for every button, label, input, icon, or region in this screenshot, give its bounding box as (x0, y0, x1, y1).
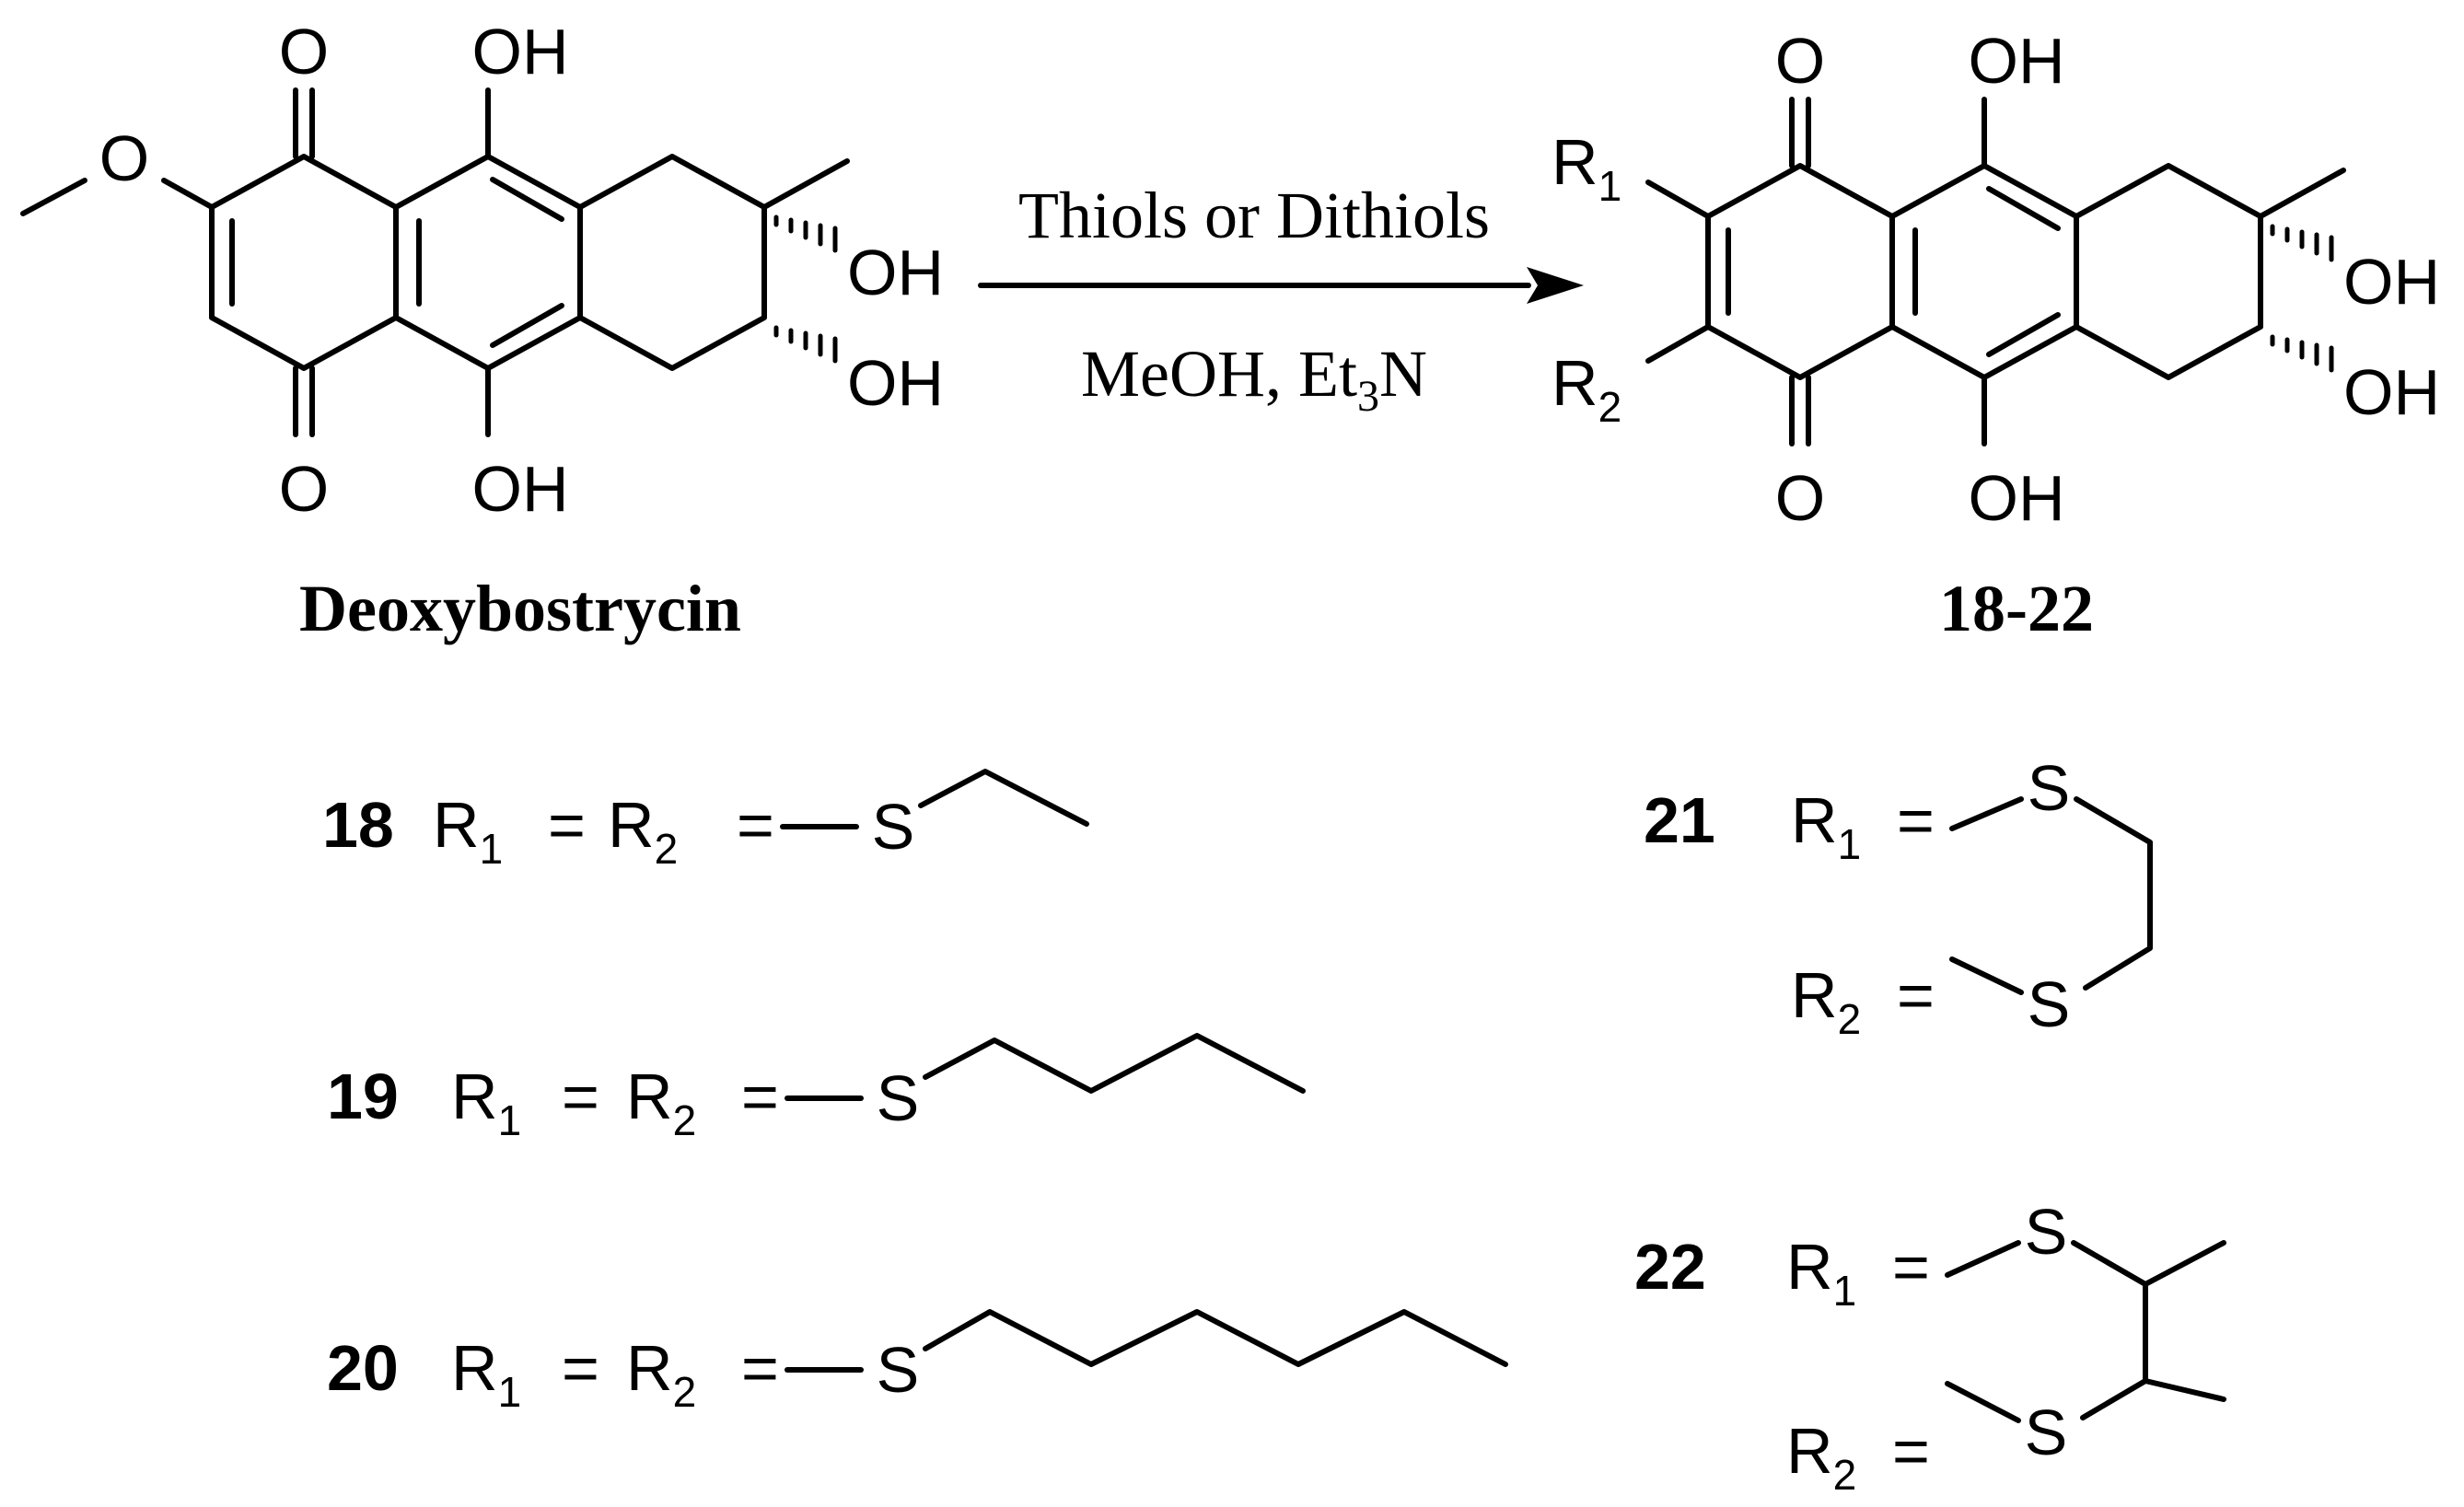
entry-19-r2: R2 (626, 1061, 696, 1144)
ring-b-bonds (393, 154, 583, 371)
entry-20-r2: R2 (626, 1332, 696, 1416)
entry-compound-18: 18 R1 = R2 = S (322, 769, 1089, 873)
ring-a-bonds (209, 154, 399, 371)
product-label-r1: R1 (1552, 126, 1621, 210)
product-double-bond-ring-b-3 (1986, 312, 2061, 357)
deoxybostrycin-structure: O O OH OH O OH OH (20, 16, 944, 525)
entry-18-ethyl-chain (918, 769, 1089, 827)
start-compound-name: Deoxybostrycin (299, 572, 741, 645)
entry-22-r2: R2 (1786, 1415, 1856, 1499)
entry-compound-20: 20 R1 = R2 = S (327, 1309, 1508, 1416)
entry-22-methyl-2 (2143, 1378, 2226, 1402)
product-ring-b-bonds (1889, 163, 2079, 380)
product-atom-oh-tertiary: OH (2343, 246, 2440, 318)
entry-21-s2-bond (1949, 956, 2024, 995)
entry-21-sulfur-2: S (2028, 968, 2071, 1040)
reaction-solvent: MeOH, Et3N (1081, 337, 1427, 421)
entry-19-eq1: = (562, 1061, 599, 1132)
compound-number-20: 20 (327, 1332, 399, 1404)
double-bond-ring-b-3 (490, 303, 564, 348)
atom-o-methoxy: O (99, 122, 149, 194)
entry-20-sulfur: S (877, 1334, 920, 1406)
double-bond-ring-b-2 (490, 177, 564, 222)
product-double-bond-ring-b-2 (1986, 186, 2061, 231)
entry-21-sulfur-1: S (2028, 752, 2071, 824)
entry-20-r1: R1 (451, 1332, 521, 1416)
entry-21-r2: R2 (1791, 959, 1861, 1043)
entry-21-eq2: = (1897, 959, 1935, 1031)
entry-21-s1-bond (1949, 796, 2024, 831)
hashed-wedge-oh-1 (773, 214, 838, 253)
compound-number-18: 18 (322, 789, 394, 861)
entry-22-eq2: = (1892, 1415, 1930, 1487)
entry-20-eq1: = (562, 1332, 599, 1404)
atom-o-carbonyl-bottom: O (279, 453, 329, 525)
entry-18-r2: R2 (608, 789, 678, 873)
product-atom-o-carbonyl-top: O (1775, 25, 1825, 97)
product-structure: O O OH OH OH OH R1 R2 (1552, 25, 2440, 534)
entry-22-r1: R1 (1786, 1231, 1856, 1315)
reaction-arrow-group: Thiols or Dithiols MeOH, Et3N (978, 179, 1584, 421)
product-label-r2: R2 (1552, 347, 1621, 431)
product-compound-name: 18-22 (1939, 572, 2094, 645)
compound-number-19: 19 (327, 1061, 399, 1132)
entry-19-butyl-chain (923, 1033, 1306, 1094)
atom-oh-tertiary: OH (847, 237, 944, 308)
product-hashed-wedge-oh-2 (2270, 334, 2334, 373)
product-methyl-bond (2258, 168, 2346, 219)
entry-19-r1: R1 (451, 1061, 521, 1144)
entry-compound-22: 22 R1 = R2 = S S (1634, 1196, 2226, 1499)
entry-19-sulfur: S (877, 1062, 920, 1134)
product-atom-oh-phenol-bottom: OH (1969, 462, 2065, 534)
product-ring-a-bonds (1705, 163, 1895, 380)
product-r1-bond (1645, 180, 1711, 219)
entry-18-sulfur: S (872, 791, 915, 863)
entry-22-sulfur-1: S (2025, 1196, 2068, 1268)
entry-19-eq2: = (741, 1061, 779, 1132)
entry-22-sulfur-2: S (2025, 1397, 2068, 1468)
product-ring-c-bonds (2074, 163, 2263, 380)
product-r2-bond (1645, 324, 1711, 364)
methyl-bond (761, 158, 850, 210)
ring-c-bonds (577, 154, 767, 371)
reaction-arrow-head (1527, 267, 1584, 304)
compound-number-22: 22 (1634, 1231, 1706, 1303)
entry-20-hexyl-chain (923, 1309, 1508, 1367)
product-hashed-wedge-oh-1 (2270, 224, 2334, 262)
atom-oh-phenol-bottom: OH (472, 453, 569, 525)
atom-oh-phenol-top: OH (472, 16, 569, 87)
product-atom-oh-secondary: OH (2343, 356, 2440, 428)
reaction-reagent: Thiols or Dithiols (1018, 179, 1490, 252)
entry-21-eq1: = (1897, 784, 1935, 856)
entry-18-r1: R1 (433, 789, 503, 873)
methoxy-bond-2 (20, 178, 87, 216)
entry-20-eq2: = (741, 1332, 779, 1404)
compound-number-21: 21 (1644, 784, 1715, 856)
entry-22-s1-bond (1945, 1240, 2021, 1278)
entry-18-eq1: = (548, 789, 586, 861)
entry-21-ethylene-bridge (2074, 796, 2153, 991)
hashed-wedge-oh-2 (773, 325, 838, 364)
entry-compound-21: 21 R1 = R2 = S S (1644, 752, 2153, 1043)
product-atom-oh-phenol-top: OH (1969, 25, 2065, 97)
entry-22-eq1: = (1892, 1231, 1930, 1303)
entry-22-s2-bond (1945, 1381, 2021, 1423)
entry-22-butane-bridge (2071, 1240, 2148, 1420)
entry-21-r1: R1 (1791, 784, 1861, 868)
atom-o-carbonyl-top: O (279, 16, 329, 87)
methoxy-bond-1 (161, 178, 215, 210)
entry-18-eq2: = (737, 789, 774, 861)
atom-oh-secondary: OH (847, 347, 944, 419)
entry-22-methyl-1 (2143, 1240, 2226, 1287)
product-atom-o-carbonyl-bottom: O (1775, 462, 1825, 534)
entry-compound-19: 19 R1 = R2 = S (327, 1033, 1306, 1144)
